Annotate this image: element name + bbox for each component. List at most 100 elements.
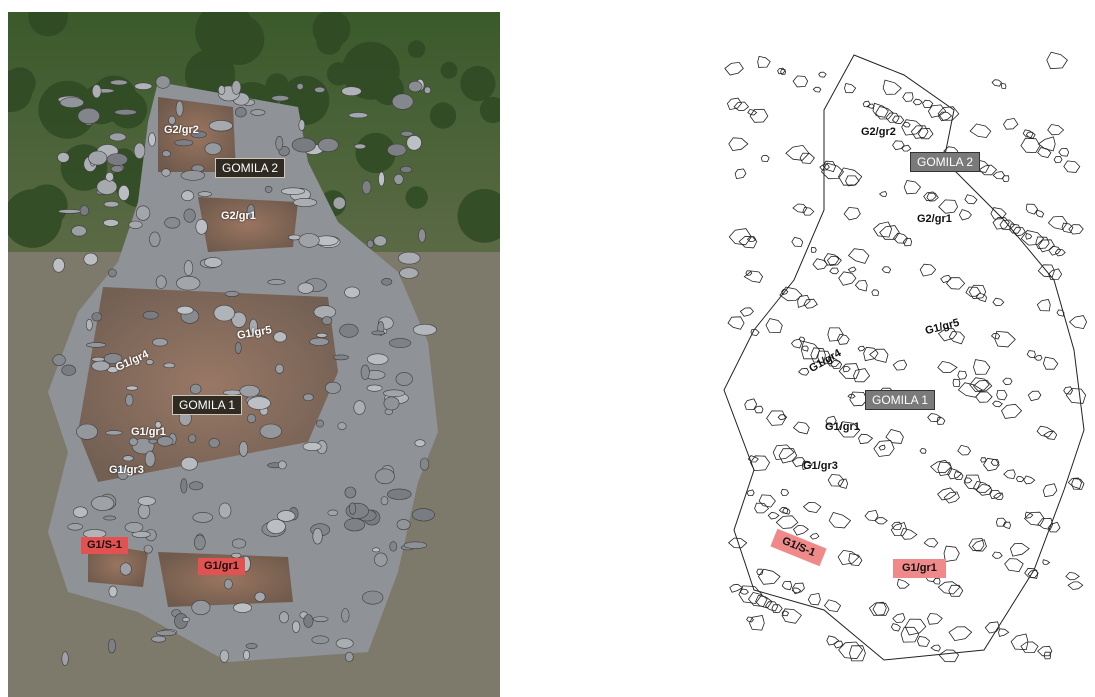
drawn-stone — [882, 79, 902, 95]
stone — [52, 257, 65, 273]
drawn-stone — [765, 318, 783, 334]
drawn-stone — [803, 298, 818, 309]
drawing-label-g2-gr2: G2/gr2 — [861, 126, 896, 138]
drawn-stone — [781, 288, 789, 295]
stone — [88, 150, 108, 166]
drawn-stone — [739, 307, 754, 317]
drawn-stone — [957, 382, 983, 398]
drawn-stone — [733, 101, 750, 112]
stone — [57, 152, 70, 163]
drawn-stone — [743, 270, 764, 283]
drawn-stone — [1002, 377, 1013, 386]
drawn-stone — [1063, 160, 1081, 173]
drawn-stone — [1047, 215, 1068, 231]
stone — [124, 521, 144, 533]
drawn-stone — [844, 83, 857, 94]
drawn-stone — [1037, 517, 1054, 530]
stone — [152, 338, 168, 347]
stone — [247, 413, 257, 424]
stone — [91, 312, 103, 322]
stone — [280, 187, 305, 195]
stone — [302, 393, 314, 402]
drawn-stone — [848, 553, 863, 567]
tree-canopy — [355, 132, 396, 174]
stone — [360, 364, 370, 380]
drawn-stone — [837, 549, 860, 566]
drawn-stone — [807, 592, 821, 606]
drawn-stone — [1012, 226, 1026, 237]
stone — [239, 384, 260, 398]
stone — [389, 541, 398, 552]
photo-label-g1-gr3: G1/gr3 — [109, 464, 144, 476]
stone — [348, 112, 369, 119]
drawn-stone — [892, 613, 906, 623]
photo-label-g1-gr1-red: G1/gr1 — [198, 558, 245, 575]
drawn-stone — [1020, 230, 1045, 246]
drawing-label-g1-gr3: G1/gr3 — [803, 460, 838, 472]
stone — [396, 519, 411, 531]
drawn-stone — [879, 225, 900, 240]
stone — [327, 509, 339, 516]
stone — [361, 180, 372, 195]
drawn-stone — [781, 610, 789, 617]
drawn-stone — [896, 578, 910, 589]
drawn-stone — [980, 457, 987, 463]
drawn-stone — [891, 115, 905, 125]
drawn-stone — [799, 152, 815, 164]
stone — [235, 106, 247, 118]
drawn-stone — [1042, 356, 1059, 370]
drawn-stone — [965, 286, 981, 297]
stone — [399, 267, 419, 279]
stone — [411, 508, 435, 522]
stone — [406, 135, 422, 151]
drawn-stone — [932, 577, 941, 585]
stone — [86, 342, 107, 348]
stone — [154, 421, 162, 429]
drawn-stone — [892, 140, 905, 151]
stone — [243, 649, 250, 661]
stone — [181, 190, 194, 202]
stone — [292, 620, 301, 633]
drawn-stone — [827, 474, 845, 487]
tree-canopy — [8, 70, 33, 113]
stone — [176, 305, 194, 315]
drawn-stone — [792, 524, 809, 536]
drawn-stone — [1024, 511, 1034, 519]
drawn-stone — [994, 330, 1016, 348]
stone — [400, 131, 414, 137]
drawn-stone — [969, 123, 992, 138]
drawn-stone — [1022, 129, 1034, 139]
drawn-stone — [958, 209, 972, 221]
stone — [91, 495, 115, 511]
stone — [316, 419, 324, 428]
stone — [296, 83, 304, 90]
stone — [208, 437, 220, 448]
drawn-stone — [1067, 477, 1082, 490]
stone — [59, 97, 85, 108]
stone — [408, 80, 423, 93]
drawn-stone — [778, 506, 789, 514]
drawn-stone — [849, 391, 868, 407]
stone — [175, 100, 184, 117]
drawn-stone — [1047, 124, 1065, 136]
drawn-stone — [992, 171, 1006, 180]
drawn-stone — [948, 584, 964, 597]
drawn-stone — [957, 444, 972, 456]
drawn-stone — [999, 219, 1016, 231]
stone — [273, 331, 287, 343]
drawn-stone — [1002, 175, 1010, 183]
drawn-stone — [937, 328, 958, 342]
drawn-stone — [777, 67, 786, 75]
drawn-stone — [826, 635, 840, 646]
stone — [266, 519, 286, 534]
drawn-stone — [754, 502, 770, 514]
stone — [110, 165, 124, 173]
stone — [341, 86, 362, 96]
stone — [311, 635, 330, 645]
drawn-stone — [836, 333, 850, 345]
drawn-stone — [900, 527, 918, 540]
drawn-stone — [922, 99, 934, 108]
drawn-stone — [990, 332, 1001, 340]
drawn-stone — [923, 191, 937, 202]
stone — [114, 109, 137, 116]
